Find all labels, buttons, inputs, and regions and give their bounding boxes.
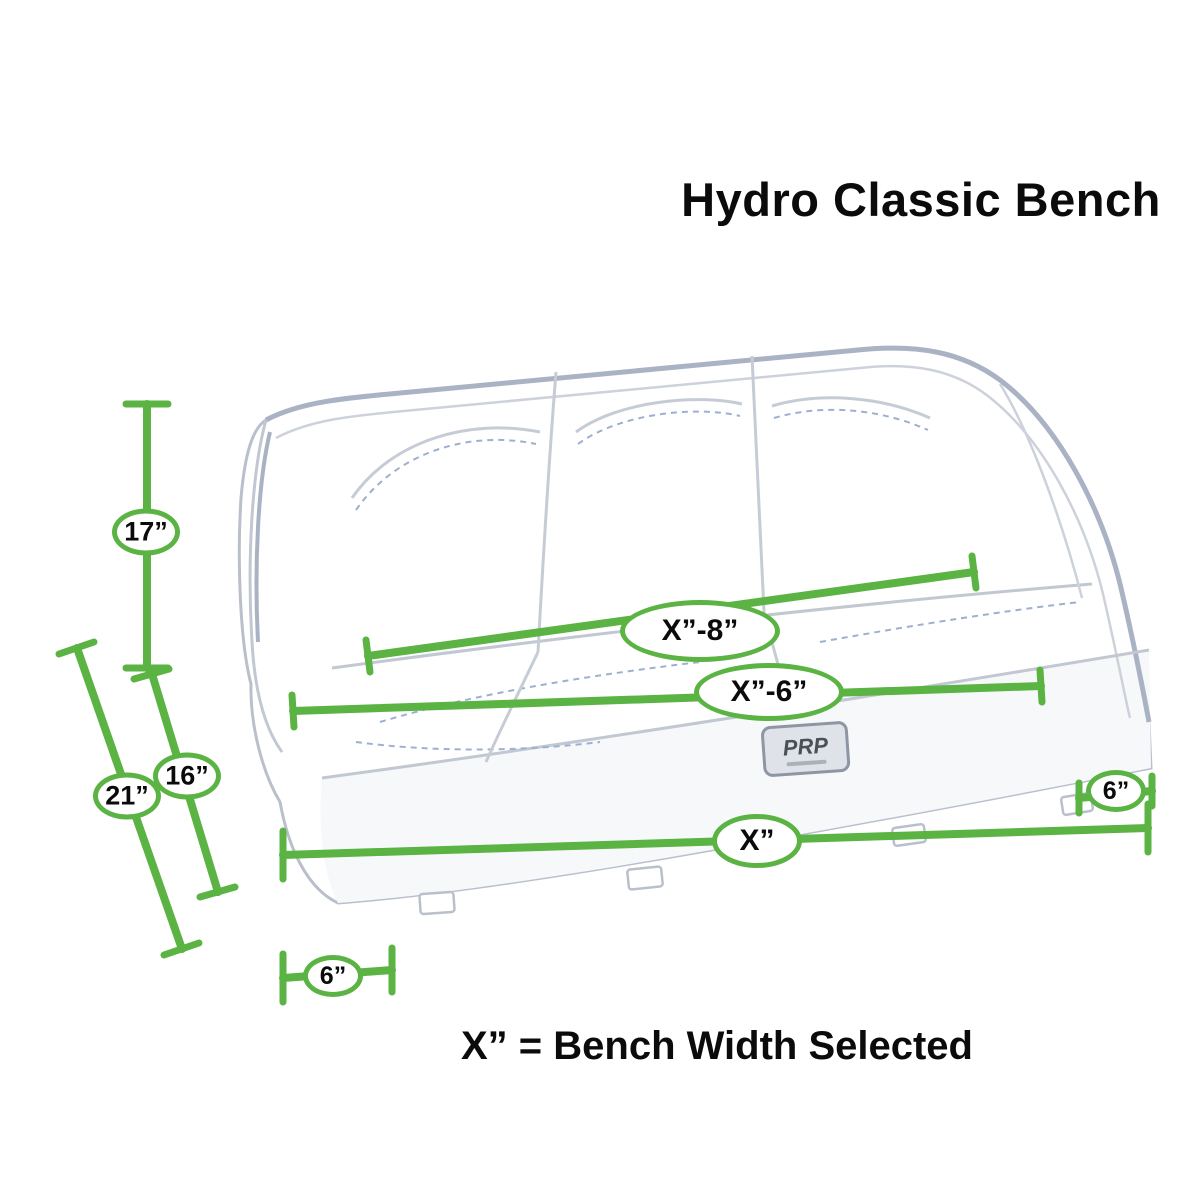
width-legend: X” = Bench Width Selected [461, 1024, 973, 1068]
arch-seam-middle [575, 398, 743, 434]
dim-label-seat-front-width: X”-6” [694, 663, 844, 721]
left-side-piping [254, 431, 272, 643]
page-title: Hydro Classic Bench [681, 173, 1161, 226]
prp-badge-label: PRP [782, 732, 829, 760]
dim-label-right-base-depth: 6” [1086, 770, 1146, 812]
top-piping [264, 345, 1152, 723]
prp-badge-subline [786, 759, 827, 767]
arch-seam-left [350, 426, 541, 499]
dim-label-seat-back-width: X”-8” [620, 600, 780, 662]
seat-seam-left [484, 651, 540, 763]
dim-label-back-height: 17” [112, 508, 180, 556]
front-skirt [320, 650, 1152, 903]
dim-label-overall-width: X” [712, 814, 802, 868]
backrest-seam-left [536, 371, 558, 653]
prp-badge: PRP [761, 721, 851, 777]
right-bolster-line [998, 383, 1084, 599]
dim-label-overall-height: 21” [93, 772, 161, 820]
backrest-seam-right [750, 355, 766, 613]
top-roll-inner-line [275, 364, 1132, 719]
left-side-roll-line [248, 419, 284, 753]
dim-line-seat-front-width [288, 666, 1046, 731]
dim-label-left-base-depth: 6” [303, 955, 363, 997]
seat-front-fold [321, 648, 1150, 780]
dim-label-seat-height: 16” [153, 752, 221, 800]
stitch-lines [355, 408, 1081, 751]
arch-seam-right [771, 396, 931, 420]
